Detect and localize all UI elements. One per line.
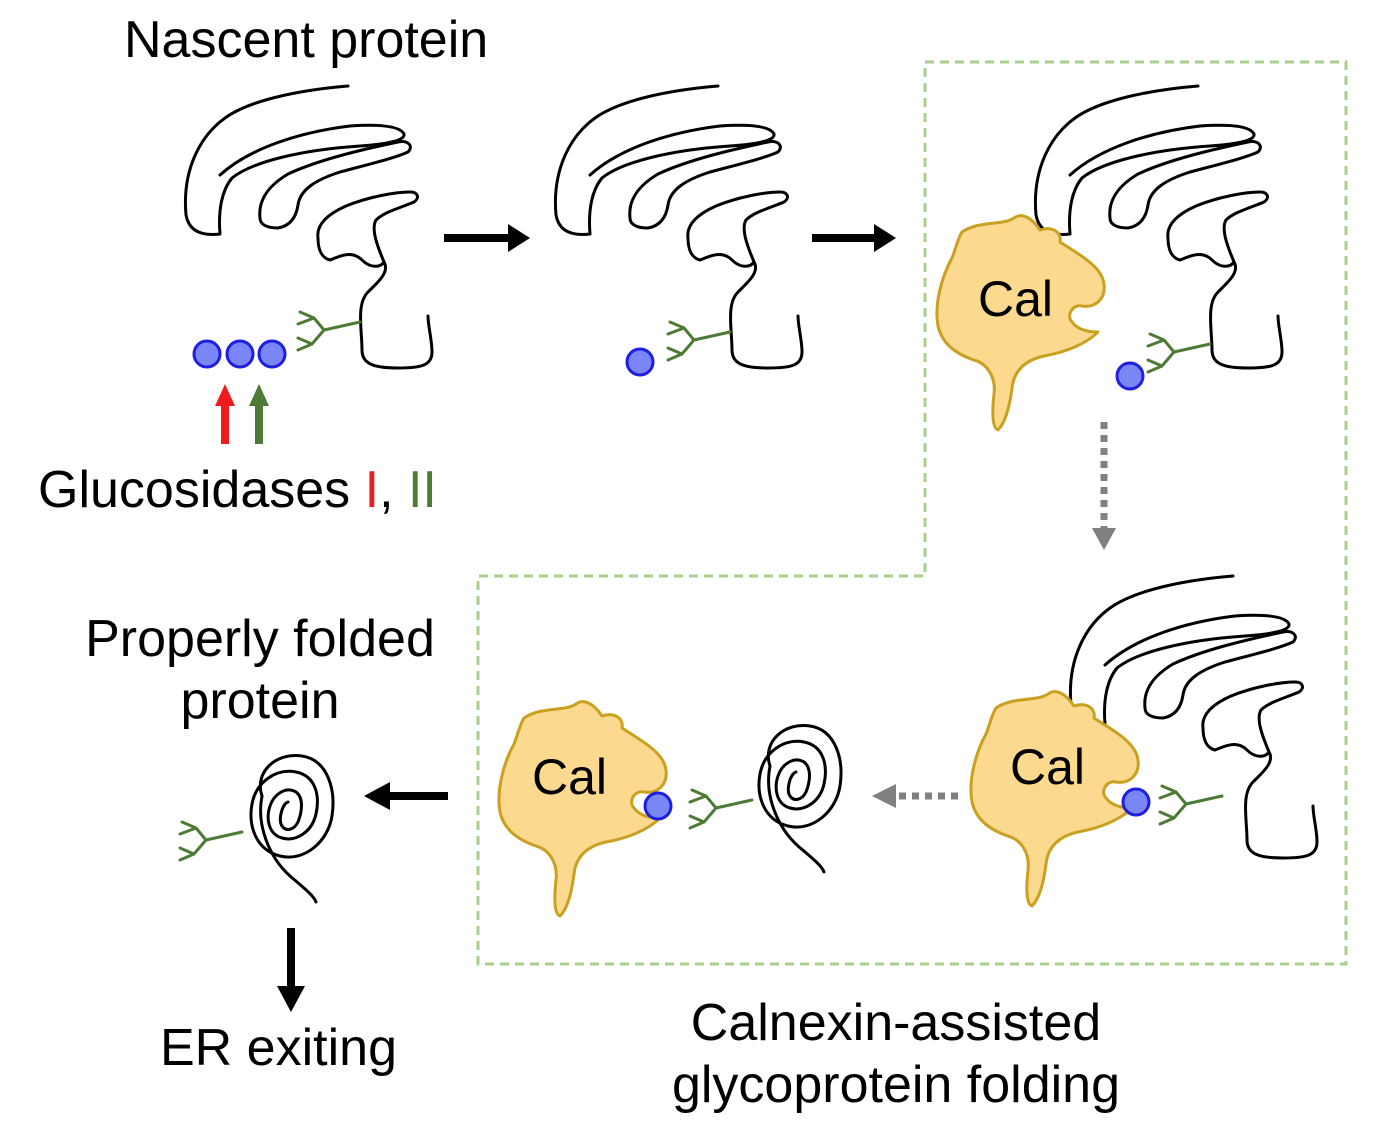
glucosidases-label: Glucosidases I, II [38,464,437,516]
glucosidase-two-arrow [249,384,269,444]
glucose-dot [1115,361,1145,391]
glucose-residues [192,339,287,369]
glucosidase-two-label: II [407,461,437,519]
properly-folded-protein [249,753,335,904]
calnexin-assisted-label: Calnexin-assisted glycoprotein folding [596,992,1196,1116]
glucosidase-comma: , [379,461,408,519]
glucosidase-one-label: I [364,461,380,519]
glucose-dot [625,347,655,377]
calnexin [497,700,668,918]
calnexin-line2: glycoprotein folding [671,1056,1121,1114]
glycan-tree [1158,784,1224,826]
glucose-dot [257,339,287,369]
glycan-tree [688,788,754,830]
glycan-tree [296,310,362,352]
arrow-right-1 [444,224,530,252]
er-exiting-label: ER exiting [160,1019,397,1077]
cal-label-3: Cal [532,749,608,805]
glucosidases-prefix: Glucosidases [38,461,365,519]
glucose-dot [225,339,255,369]
nascent-protein-label: Nascent protein [124,11,489,69]
calnexin-region-box [476,60,1348,966]
nascent-protein [183,84,434,370]
arrow-left-solid [364,782,448,810]
glucose-dot [643,791,673,821]
arrow-down-dashed [1092,422,1116,550]
arrow-down-solid [277,928,305,1012]
calnexin [969,690,1140,908]
glycan-tree [666,320,732,362]
arrow-right-2 [812,224,896,252]
arrow-left-dashed [872,784,958,808]
cal-label-1: Cal [978,271,1054,327]
properly-folded-label: Properly folded protein [60,608,460,732]
properly-folded-line2: protein [180,672,340,730]
glucosidase-one-arrow [215,384,235,444]
folded-protein [757,723,843,874]
cal-label-2: Cal [1010,739,1086,795]
glycan-tree [178,820,244,862]
calnexin-line1: Calnexin-assisted [690,994,1102,1052]
glycan-tree [1146,332,1212,374]
properly-folded-line1: Properly folded [85,610,435,668]
glucose-dot [1121,787,1151,817]
glucose-dot [192,339,222,369]
